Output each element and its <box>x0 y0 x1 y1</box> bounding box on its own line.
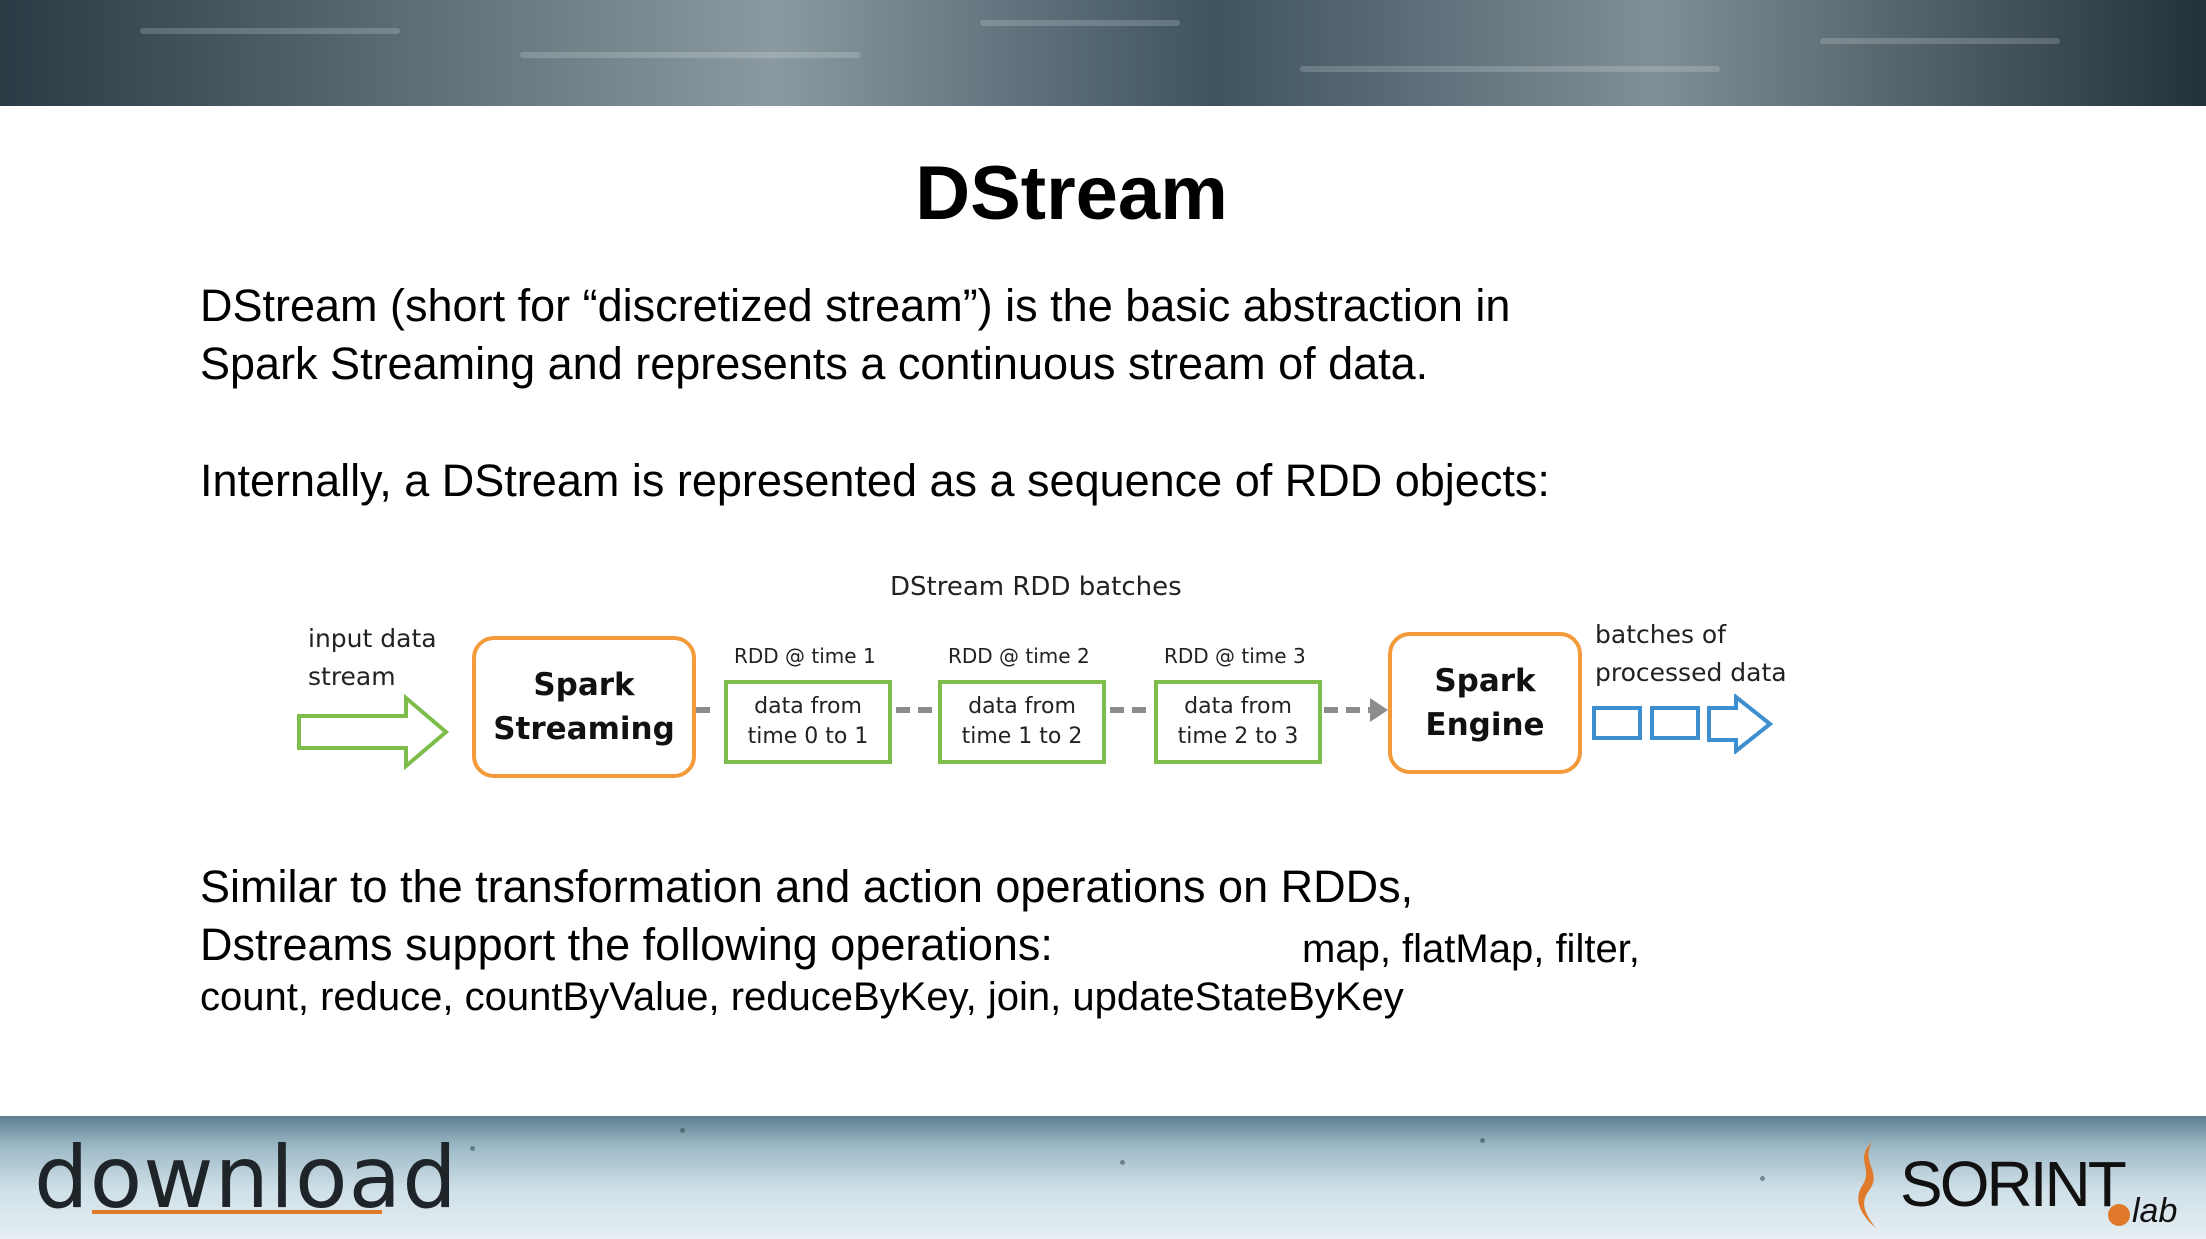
spark-engine-line2: Engine <box>1425 707 1545 743</box>
footer-banner-image <box>0 1116 2206 1239</box>
internal-line: Internally, a DStream is represented as … <box>200 455 1550 506</box>
ops-line-2: Dstreams support the following operation… <box>200 919 1053 970</box>
diagram-caption: DStream RDD batches <box>890 572 1182 602</box>
batch-3-line1: data from <box>1184 694 1292 719</box>
sorint-lab-logo: SORINT lab <box>1858 1142 2177 1230</box>
ops-line-3: count, reduce, countByValue, reduceByKey… <box>200 975 1404 1019</box>
output-arrow-icon <box>1707 694 1774 754</box>
batch-1-header: RDD @ time 1 <box>734 644 876 668</box>
intro-line-2: Spark Streaming and represents a continu… <box>200 338 1429 389</box>
intro-line-1: DStream (short for “discretized stream”)… <box>200 280 1511 331</box>
header-banner-image <box>0 0 2206 106</box>
flame-icon <box>1858 1142 1876 1228</box>
batch-1-line2: time 0 to 1 <box>747 724 869 749</box>
output-label-line1: batches of <box>1595 620 1727 649</box>
lab-logo-text: lab <box>2132 1192 2177 1230</box>
batch-2-line2: time 1 to 2 <box>961 724 1083 749</box>
batch-1-line1: data from <box>754 694 862 719</box>
dstream-diagram: DStream RDD batches input data stream Sp… <box>282 560 1792 800</box>
spark-engine-line1: Spark <box>1434 663 1536 699</box>
output-label-line2: processed data <box>1595 658 1787 687</box>
spark-streaming-line1: Spark <box>533 667 635 703</box>
sorint-logo-text: SORINT <box>1900 1148 2126 1220</box>
rdd-batch-1: data from time 0 to 1 <box>724 680 892 764</box>
download-logo-underline <box>92 1210 382 1214</box>
rdd-batch-3: data from time 2 to 3 <box>1154 680 1322 764</box>
ops-inline: map, flatMap, filter, <box>1302 927 1640 971</box>
input-label-line1: input data <box>308 624 437 653</box>
slide-title: DStream <box>915 151 1228 236</box>
batch-2-header: RDD @ time 2 <box>948 644 1090 668</box>
batch-3-line2: time 2 to 3 <box>1177 724 1299 749</box>
batch-3-header: RDD @ time 3 <box>1164 644 1306 668</box>
ops-line-1: Similar to the transformation and action… <box>200 861 1414 912</box>
rdd-batch-2: data from time 1 to 2 <box>938 680 1106 764</box>
logo-dot-icon <box>2108 1204 2130 1226</box>
input-label-line2: stream <box>308 662 396 691</box>
spark-streaming-line2: Streaming <box>493 711 675 747</box>
output-batch-square-1 <box>1592 706 1642 740</box>
batch-2-line1: data from <box>968 694 1076 719</box>
output-batch-square-2 <box>1650 706 1700 740</box>
input-arrow-icon <box>297 694 450 770</box>
spark-streaming-box: Spark Streaming <box>472 636 696 778</box>
spark-engine-box: Spark Engine <box>1388 632 1582 774</box>
connector-lines <box>696 698 1388 722</box>
